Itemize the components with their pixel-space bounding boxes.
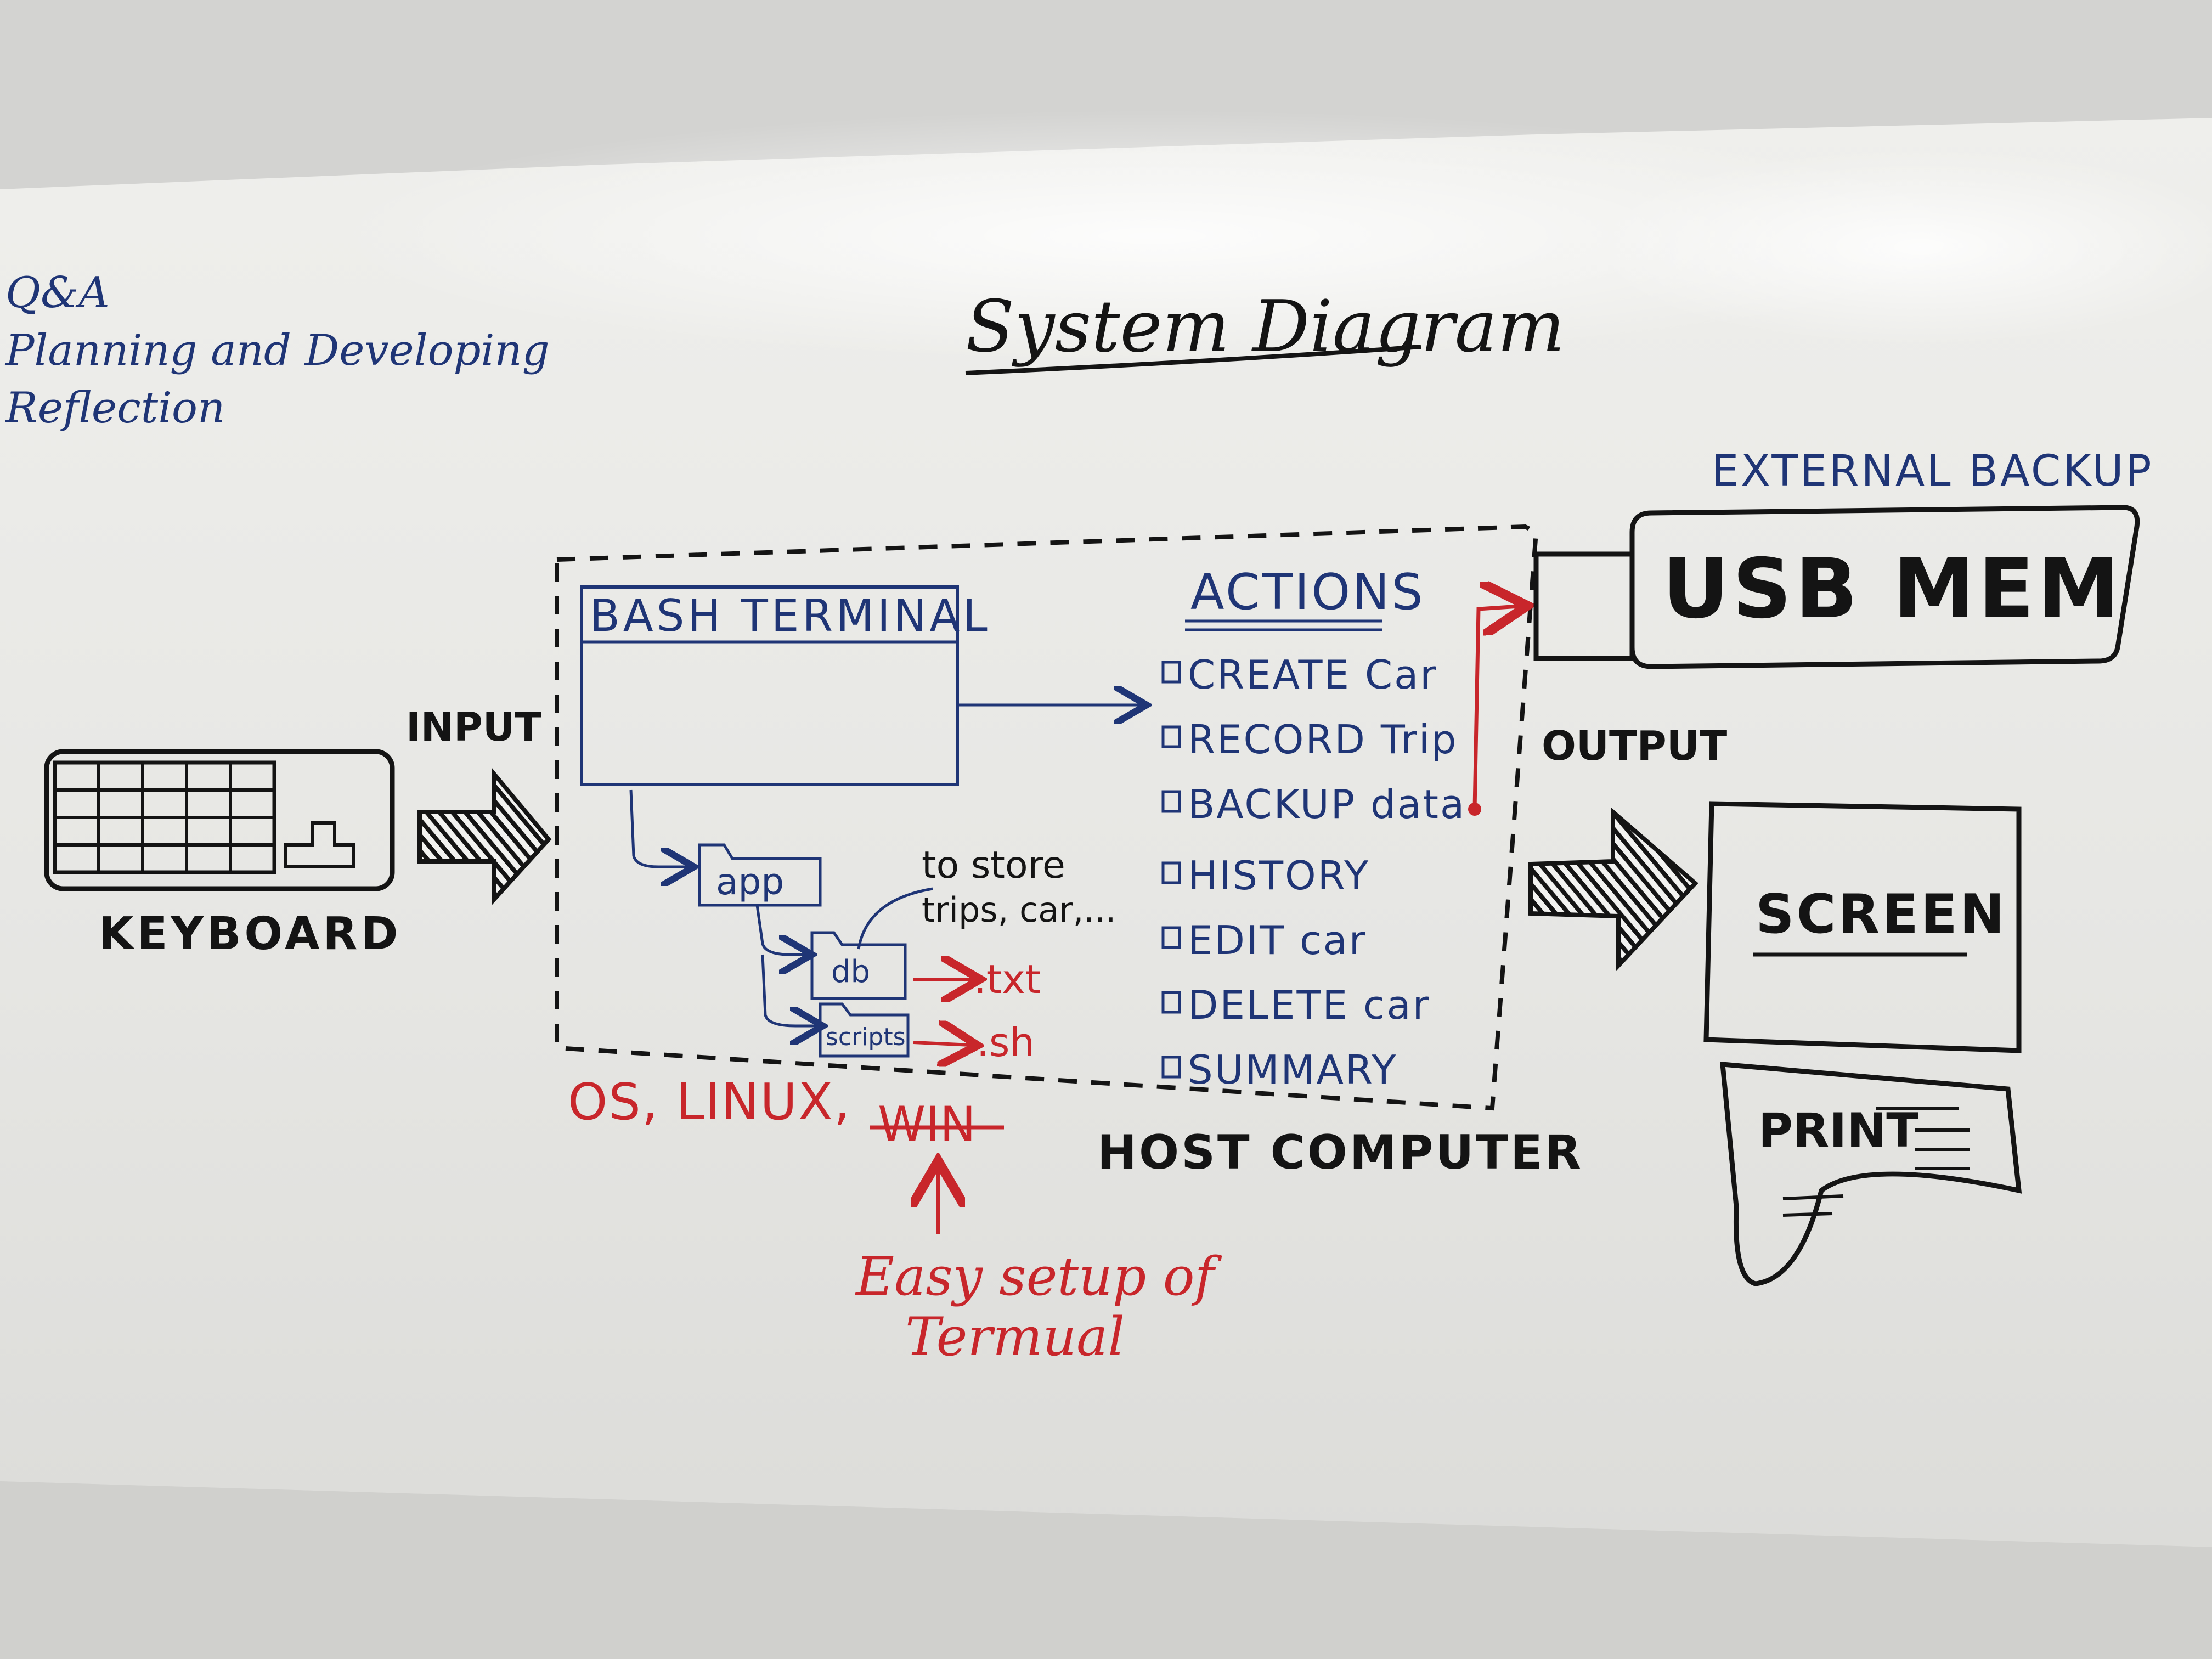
agenda-item-planning: Planning and Developing — [4, 326, 550, 375]
glare-top — [329, 110, 1975, 362]
usb-body — [1629, 505, 2140, 669]
action-checkbox-icon — [1161, 991, 1181, 1014]
scripts-extension-label: .sh — [977, 1019, 1035, 1065]
action-checkbox-icon — [1161, 1056, 1181, 1079]
db-note-line1: to store — [922, 844, 1065, 887]
title-underline — [965, 345, 1421, 375]
host-computer-label: HOST COMPUTER — [1097, 1125, 1583, 1180]
os-annotation-line2: Termual — [905, 1306, 1125, 1368]
actions-heading: ACTIONS — [1190, 563, 1425, 621]
backup-arrow-start-dot — [1468, 803, 1481, 816]
arrow-keys-icon — [284, 821, 356, 868]
input-label: INPUT — [406, 704, 541, 750]
keyboard-key-lines — [55, 763, 274, 872]
action-item: DELETE car — [1188, 982, 1430, 1028]
action-item: SUMMARY — [1188, 1047, 1397, 1093]
print-node: PRINT — [1720, 1062, 2022, 1286]
terminal-to-app-arrow — [629, 789, 689, 867]
app-folder-icon — [698, 843, 822, 907]
action-checkbox-icon — [1161, 790, 1181, 813]
db-extension-label: .txt — [974, 956, 1041, 1002]
os-note-struck: WIN — [878, 1096, 976, 1153]
agenda-item-qa: Q&A — [5, 268, 110, 318]
folder-tree — [629, 789, 933, 1058]
app-to-db-arrow — [755, 905, 806, 955]
action-checkbox-icon — [1161, 725, 1181, 748]
bash-terminal-window — [580, 585, 959, 786]
action-item: EDIT car — [1188, 917, 1367, 963]
action-checkbox-icon — [1161, 926, 1181, 949]
backup-arrow — [1472, 606, 1520, 810]
action-item: CREATE Car — [1188, 652, 1438, 698]
action-item: RECORD Trip — [1188, 716, 1458, 763]
host-computer-boundary — [555, 524, 1539, 1111]
glare-right — [1591, 148, 2212, 346]
print-text-lines-icon — [1782, 1107, 1970, 1217]
board-lower-shade — [0, 1481, 2212, 1659]
db-note-line2: trips, car,... — [922, 890, 1116, 930]
print-label: PRINT — [1758, 1103, 1918, 1158]
action-item: HISTORY — [1188, 853, 1370, 899]
screen-label: SCREEN — [1756, 883, 2007, 946]
keyboard-node: KEYBOARD — [44, 749, 402, 960]
db-folder-icon — [810, 931, 907, 1000]
print-paper-outline — [1720, 1062, 2022, 1286]
action-checkbox-icon — [1161, 661, 1181, 684]
output-arrow-icon — [1528, 807, 1699, 972]
keyboard-label: KEYBOARD — [99, 908, 402, 960]
external-backup-label: EXTERNAL BACKUP — [1712, 447, 2154, 496]
action-checkbox-icon — [1161, 861, 1181, 884]
keyboard-outline — [44, 749, 395, 891]
screen-node: SCREEN — [1703, 801, 2022, 1053]
agenda-list: Q&A Planning and Developing Reflection — [4, 268, 550, 433]
db-folder-label: db — [831, 954, 870, 990]
input-arrow-icon — [417, 767, 552, 906]
scripts-ext-arrow — [913, 1042, 971, 1045]
scripts-folder-icon — [819, 1002, 910, 1058]
app-folder-label: app — [716, 861, 784, 903]
action-item: BACKUP data — [1188, 781, 1466, 827]
bash-terminal-label: BASH TERMINAL — [590, 590, 991, 641]
os-annotation-line1: Easy setup of — [855, 1246, 1222, 1307]
screen-outline — [1703, 801, 2022, 1053]
usb-node: USB MEM — [1533, 505, 2140, 669]
actions-panel: ACTIONS — [1185, 563, 1425, 631]
db-note-pointer — [857, 887, 933, 950]
usb-label: USB MEM — [1662, 541, 2123, 637]
output-label: OUTPUT — [1542, 723, 1728, 770]
bash-terminal-node: BASH TERMINAL — [580, 585, 991, 786]
diagram-title: System Diagram — [966, 285, 1565, 368]
whiteboard-surface — [0, 118, 2212, 1547]
os-note-prefix: OS, LINUX, — [568, 1073, 851, 1131]
app-to-scripts-arrow — [761, 954, 817, 1026]
scripts-folder-label: scripts — [826, 1023, 906, 1051]
agenda-item-reflection: Reflection — [4, 383, 225, 433]
